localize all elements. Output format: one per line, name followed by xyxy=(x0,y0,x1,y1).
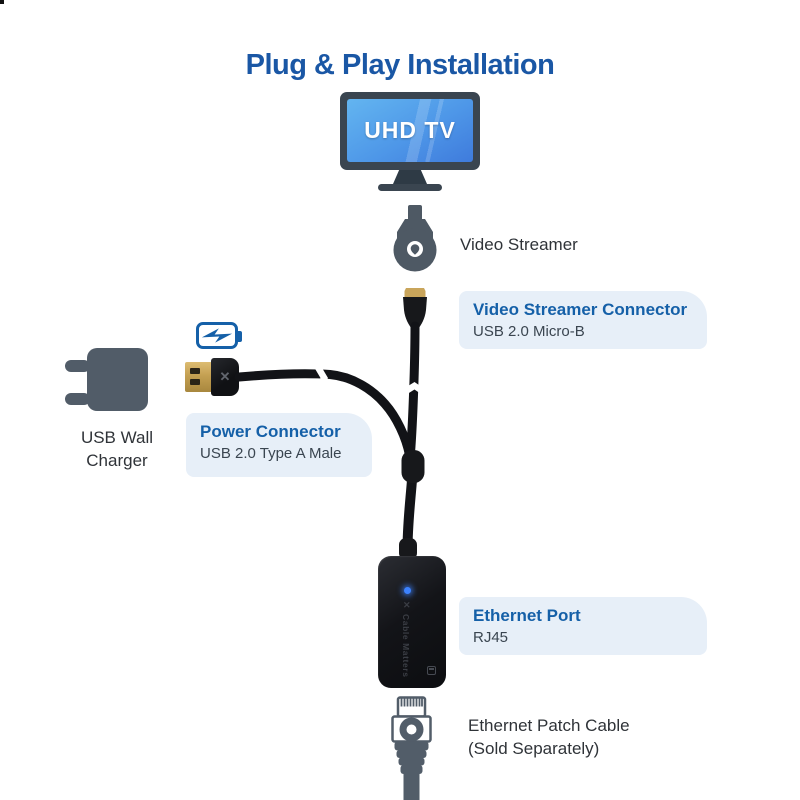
callout-subtitle: RJ45 xyxy=(473,629,509,647)
usb-a-connector-body: ✕ xyxy=(211,358,239,396)
usb-a-metal-shell xyxy=(185,362,212,392)
charger-label-line1: USB Wall xyxy=(80,428,154,447)
callout-subtitle: USB 2.0 Micro-B xyxy=(473,323,585,341)
tv-screen: UHD TV xyxy=(347,99,473,162)
battery-nub xyxy=(237,331,242,342)
micro-usb-body xyxy=(403,297,427,329)
brand-x-icon: ✕ xyxy=(219,369,231,384)
tv-stand-base xyxy=(378,184,442,191)
tv-screen-label: UHD TV xyxy=(364,117,456,143)
rj45-boot xyxy=(394,741,429,800)
callout-title: Ethernet Port xyxy=(473,606,581,625)
cable-strain-relief xyxy=(399,538,417,560)
rj45-pins xyxy=(400,698,423,707)
usb-wall-charger-label: USB Wall Charger xyxy=(57,426,177,472)
battery-charging-icon xyxy=(196,322,242,349)
cable-y-junction xyxy=(401,450,425,483)
ethernet-port-callout: Ethernet Port RJ45 xyxy=(459,597,707,655)
micro-usb-metal-tip xyxy=(404,288,426,297)
power-cable xyxy=(234,369,414,460)
usb-a-contact-hole xyxy=(190,379,200,385)
usb-a-contact-hole xyxy=(190,368,200,374)
ethernet-adapter-illustration: ✕ Cable Matters xyxy=(378,556,446,688)
video-streamer-connector-callout: Video Streamer Connector USB 2.0 Micro-B xyxy=(459,291,707,349)
brand-x-icon: ✕ xyxy=(403,600,411,610)
charger-prong-bottom xyxy=(65,393,90,405)
tv-illustration: UHD TV xyxy=(340,92,480,170)
video-streamer-label: Video Streamer xyxy=(460,235,578,254)
status-led xyxy=(404,587,411,594)
charger-prong-top xyxy=(65,360,90,372)
charger-label-line2: Charger xyxy=(86,451,148,470)
lightning-bolt-icon xyxy=(201,328,233,343)
cable-break-mark xyxy=(404,382,424,396)
corner-artifact xyxy=(0,0,4,4)
ethernet-patch-cable-label: Ethernet Patch Cable (Sold Separately) xyxy=(468,714,630,760)
callout-title: Video Streamer Connector xyxy=(473,300,688,319)
micro-usb-connector-illustration xyxy=(403,288,427,329)
video-streamer-illustration xyxy=(393,205,437,272)
adapter-brand-text: Cable Matters xyxy=(401,614,411,678)
tv-stand-neck xyxy=(393,170,427,184)
cable-break-mark xyxy=(314,367,328,389)
usb-wall-charger-illustration xyxy=(87,348,148,411)
power-connector-callout: Power Connector USB 2.0 Type A Male xyxy=(186,413,372,477)
y-cable-illustration xyxy=(234,321,420,555)
page-title: Plug & Play Installation xyxy=(245,49,555,82)
callout-subtitle: USB 2.0 Type A Male xyxy=(200,445,342,463)
patch-label-line2: (Sold Separately) xyxy=(468,739,600,758)
ethernet-patch-cable-illustration xyxy=(391,696,432,800)
ethernet-port-icon xyxy=(427,666,436,675)
streamer-logo-pin-icon xyxy=(410,244,420,255)
patch-label-line1: Ethernet Patch Cable xyxy=(468,716,630,735)
callout-title: Power Connector xyxy=(200,422,341,441)
